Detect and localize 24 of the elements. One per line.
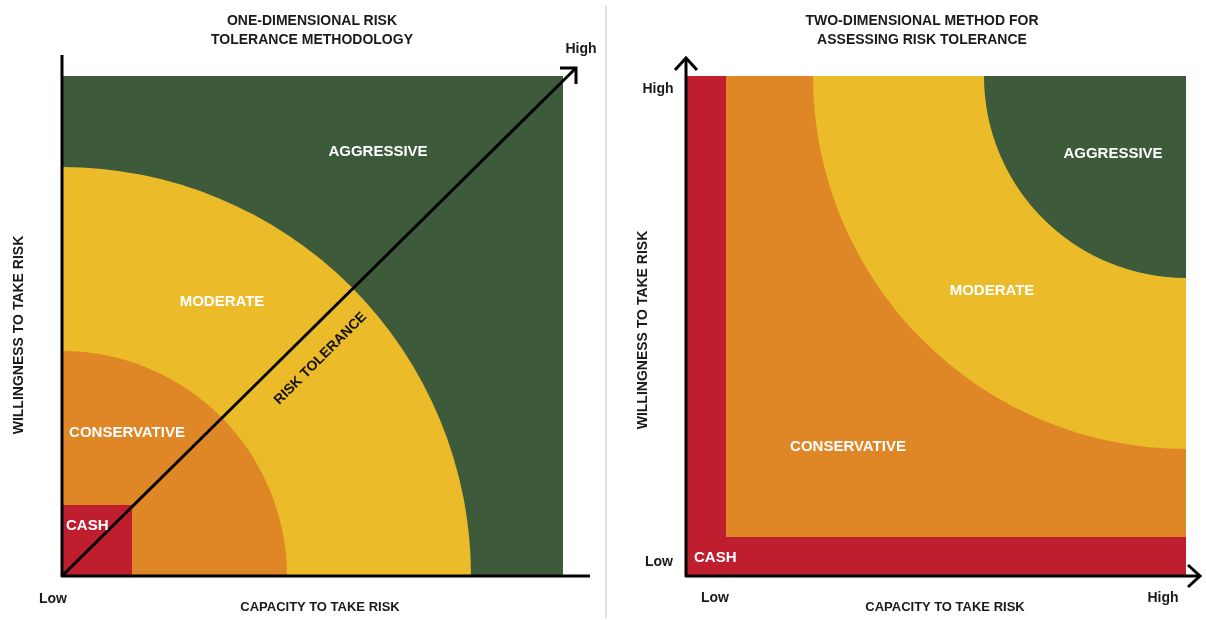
- axis-end-label: Low: [39, 588, 67, 608]
- axis-title: CAPACITY TO TAKE RISK: [240, 598, 400, 616]
- axis-title: WILLINGNESS TO TAKE RISK: [8, 235, 27, 435]
- axis-end-label: Low: [701, 587, 729, 607]
- zone-label: MODERATE: [949, 280, 1035, 298]
- zone-label: AGGRESSIVE: [1063, 143, 1163, 161]
- axis-end-label: High: [565, 38, 597, 58]
- axis-end-label: High: [1147, 587, 1179, 607]
- zone-label: CASH: [66, 515, 109, 533]
- panel-title: ONE-DIMENSIONAL RISK TOLERANCE METHODOLOGY: [210, 11, 414, 49]
- zone-label: CASH: [694, 547, 737, 565]
- zone-label: CONSERVATIVE: [69, 422, 185, 440]
- axis-end-label: Low: [645, 551, 673, 571]
- zone-label: CONSERVATIVE: [790, 436, 906, 454]
- zone-label: AGGRESSIVE: [328, 141, 428, 159]
- axis-title: WILLINGNESS TO TAKE RISK: [632, 230, 651, 430]
- cash-zone: [686, 76, 1186, 576]
- moderate-zone: [62, 167, 471, 576]
- axis-end-label: High: [642, 78, 674, 98]
- conservative-zone: [726, 76, 1186, 537]
- panel-title: TWO-DIMENSIONAL METHOD FOR ASSESSING RISK TOLERANCE: [804, 11, 1040, 49]
- zone-label: MODERATE: [179, 291, 265, 309]
- axis-title: CAPACITY TO TAKE RISK: [865, 598, 1025, 616]
- aggressive-zone: [984, 76, 1186, 278]
